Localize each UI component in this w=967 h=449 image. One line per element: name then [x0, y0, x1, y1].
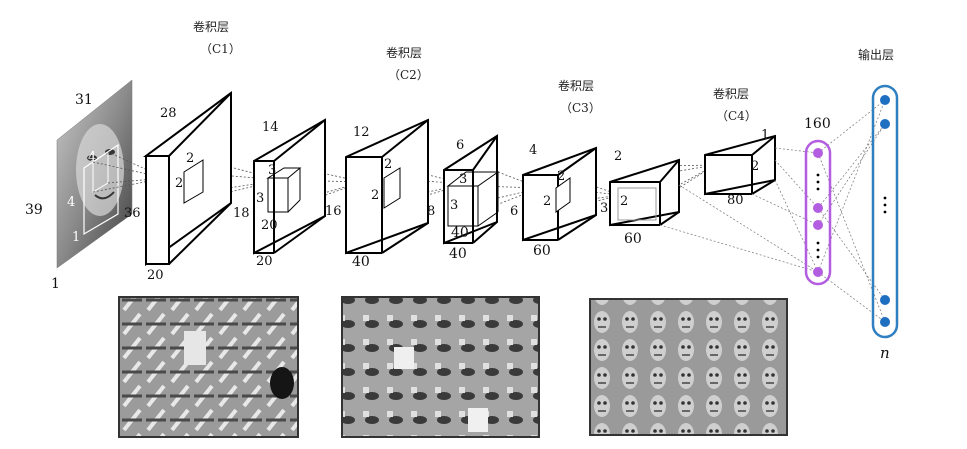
- fc-nodes: [813, 148, 823, 277]
- c4-width-label: 1: [761, 128, 770, 143]
- c1-kernel-height-label: 2: [175, 176, 184, 191]
- c4-feature-block: [704, 134, 776, 196]
- c2-layer-title: 卷积层: [386, 46, 423, 60]
- output-layer-column: [871, 84, 899, 339]
- c3-layer-subtitle: （C3）: [560, 101, 601, 115]
- p1-depth-label: 20: [256, 254, 273, 269]
- c4-depth-label: 80: [727, 193, 744, 208]
- p2-kernel-cube: [446, 171, 500, 227]
- p1-kernel-width-label: 3: [268, 163, 277, 178]
- p1-feature-block: [253, 118, 326, 255]
- p2-depth-label: 40: [449, 246, 467, 262]
- p2-kernel-depth-label: 40: [451, 225, 469, 241]
- p3-kernel-window: [617, 187, 657, 221]
- p1-width-label: 14: [262, 120, 279, 135]
- c3-width-label: 4: [529, 143, 538, 158]
- c2-width-label: 12: [353, 125, 370, 140]
- c1-depth-label: 20: [147, 268, 164, 283]
- p2-width-label: 6: [456, 138, 465, 153]
- input-height-label: 39: [25, 202, 43, 218]
- c2-kernel-window: [383, 167, 401, 209]
- c1-kernel-window: [183, 159, 204, 204]
- output-ellipsis: [883, 196, 887, 214]
- fc-layer-column: [804, 139, 832, 286]
- p1-kernel-height-label: 3: [256, 191, 265, 206]
- p2-kernel-height-label: 3: [450, 198, 459, 213]
- p1-kernel-depth-label: 20: [261, 218, 278, 233]
- p2-height-label: 8: [427, 204, 436, 219]
- c2-height-label: 16: [325, 204, 342, 219]
- input-kernel-width-label: 4: [88, 150, 97, 165]
- c1-filter-visualization: [118, 296, 299, 438]
- p1-height-label: 18: [233, 206, 250, 221]
- p3-feature-block: [609, 158, 680, 227]
- c3-filter-visualization: [589, 298, 788, 436]
- c2-layer-subtitle: （C2）: [388, 68, 429, 82]
- p3-width-label: 2: [614, 149, 623, 164]
- fc-count-label: 160: [804, 116, 831, 132]
- c1-height-label: 36: [124, 206, 141, 221]
- fc-ellipsis: [816, 173, 820, 259]
- c1-layer-title: 卷积层: [193, 20, 230, 34]
- p2-feature-block: [443, 134, 498, 245]
- c2-kernel-width-label: 2: [384, 157, 393, 172]
- input-depth-label: 1: [51, 276, 60, 292]
- input-face-image: [56, 79, 133, 269]
- c4-layer-subtitle: （C4）: [716, 109, 757, 123]
- c1-layer-subtitle: （C1）: [200, 42, 241, 56]
- c1-width-label: 28: [160, 106, 177, 121]
- c2-kernel-height-label: 2: [371, 188, 380, 203]
- output-count-label: n: [880, 344, 890, 362]
- input-kernel-height-label: 4: [67, 195, 76, 210]
- output-layer-title: 输出层: [858, 48, 895, 62]
- c3-kernel-height-label: 2: [543, 194, 552, 209]
- c4-layer-title: 卷积层: [713, 87, 750, 101]
- c3-depth-label: 60: [533, 243, 551, 259]
- c1-kernel-width-label: 2: [186, 151, 195, 166]
- c2-depth-label: 40: [352, 254, 370, 270]
- c3-kernel-window: [555, 177, 571, 213]
- c2-filter-visualization: [341, 296, 540, 438]
- fc-connections: [659, 99, 886, 323]
- p2-kernel-width-label: 3: [459, 172, 468, 187]
- c3-height-label: 6: [510, 204, 519, 219]
- p3-kernel-width-label: 2: [620, 194, 629, 209]
- p3-height-label: 3: [600, 201, 609, 216]
- input-width-label: 31: [75, 92, 93, 108]
- p3-depth-label: 60: [624, 231, 642, 247]
- output-nodes: [880, 95, 890, 327]
- c3-kernel-width-label: 2: [557, 169, 566, 184]
- c4-height-label: 2: [751, 159, 760, 174]
- p1-kernel-cube: [266, 167, 302, 213]
- input-kernel-depth-label: 1: [72, 230, 81, 245]
- c3-layer-title: 卷积层: [558, 79, 595, 93]
